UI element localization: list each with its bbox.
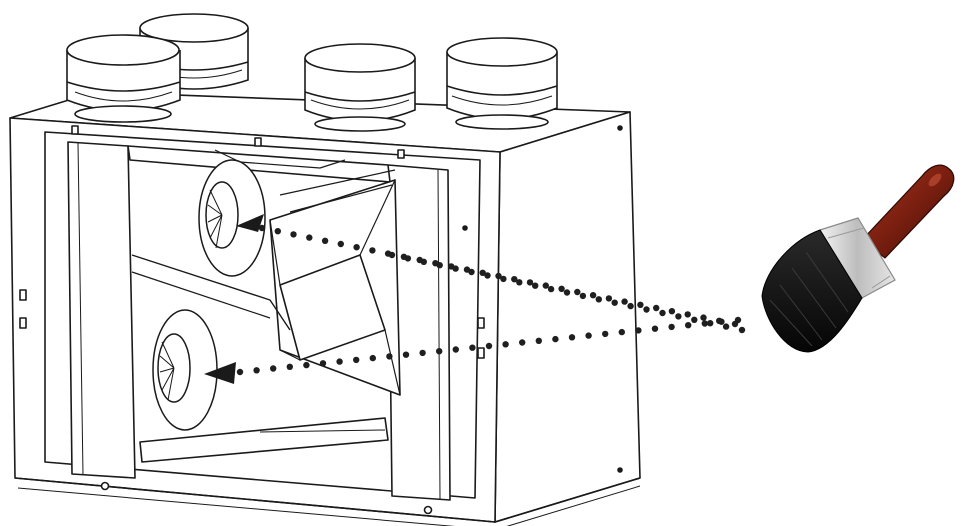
dot bbox=[651, 325, 659, 332]
dot bbox=[404, 255, 412, 262]
dot bbox=[258, 224, 266, 232]
dot bbox=[369, 247, 376, 254]
dot bbox=[253, 367, 260, 374]
dotted-line-core bbox=[388, 251, 746, 334]
dot bbox=[618, 328, 625, 336]
dot bbox=[511, 276, 518, 283]
dotted-lines bbox=[236, 224, 746, 376]
paint-brush-icon bbox=[761, 164, 955, 353]
left-filter-panel bbox=[67, 141, 136, 479]
dot bbox=[685, 322, 692, 329]
dot bbox=[701, 320, 708, 327]
dot bbox=[635, 327, 642, 334]
dot bbox=[479, 269, 486, 276]
dot bbox=[653, 304, 660, 312]
dot bbox=[627, 302, 634, 310]
dot bbox=[552, 335, 559, 343]
dot bbox=[321, 237, 329, 244]
dot bbox=[734, 316, 742, 324]
dot bbox=[722, 323, 730, 330]
dot bbox=[659, 309, 666, 317]
dot bbox=[452, 346, 459, 353]
dot bbox=[484, 272, 491, 279]
dot bbox=[270, 365, 277, 372]
dotted-line-lower-fan bbox=[236, 316, 742, 376]
dot bbox=[547, 285, 555, 293]
dot bbox=[274, 228, 281, 235]
dot bbox=[452, 265, 459, 272]
dot bbox=[691, 316, 698, 323]
dot bbox=[319, 360, 327, 367]
dot bbox=[336, 358, 343, 365]
dot bbox=[668, 323, 675, 331]
dot bbox=[502, 341, 509, 348]
dot bbox=[286, 363, 293, 370]
dot bbox=[602, 330, 609, 338]
dot bbox=[707, 320, 714, 327]
upper-fan bbox=[198, 159, 266, 277]
dot bbox=[386, 353, 393, 360]
duct-collar-middle-right bbox=[304, 43, 416, 132]
arrow-head-icon bbox=[236, 214, 264, 232]
dot bbox=[519, 339, 526, 346]
dot bbox=[585, 332, 592, 339]
dot bbox=[532, 282, 539, 289]
dot bbox=[637, 301, 644, 308]
dot bbox=[388, 251, 396, 259]
dot bbox=[718, 318, 725, 325]
dot bbox=[668, 308, 676, 315]
lower-fan bbox=[152, 309, 218, 431]
dot bbox=[495, 272, 502, 280]
unit-right-face bbox=[494, 111, 641, 523]
dot bbox=[574, 288, 581, 296]
fan-icon bbox=[152, 159, 266, 431]
dot bbox=[611, 299, 618, 306]
dot bbox=[535, 337, 542, 344]
dot bbox=[436, 348, 443, 355]
dot bbox=[684, 311, 691, 318]
dot bbox=[700, 314, 707, 321]
duct-collar-far-right bbox=[446, 37, 558, 130]
dot bbox=[420, 258, 427, 265]
dot bbox=[675, 313, 682, 320]
dot bbox=[605, 295, 613, 302]
dot bbox=[419, 349, 426, 357]
dot bbox=[558, 285, 565, 292]
dot bbox=[436, 262, 443, 269]
dot bbox=[563, 289, 571, 296]
dot bbox=[236, 368, 244, 376]
dot bbox=[595, 296, 602, 303]
dot bbox=[402, 351, 410, 358]
dotted-line-upper-fan bbox=[258, 224, 739, 328]
dot bbox=[589, 292, 597, 299]
dot bbox=[337, 240, 344, 248]
dot bbox=[353, 356, 360, 364]
dot bbox=[516, 279, 523, 286]
dot bbox=[500, 275, 507, 283]
dot bbox=[526, 279, 534, 286]
arrow-head-icon bbox=[204, 362, 236, 384]
dot bbox=[579, 292, 587, 300]
dot bbox=[738, 326, 746, 334]
dot bbox=[542, 282, 549, 289]
dot bbox=[468, 268, 475, 276]
dot bbox=[643, 306, 650, 313]
dot bbox=[290, 231, 297, 238]
duct-collar-icon bbox=[66, 13, 558, 132]
dot bbox=[353, 244, 360, 251]
dot bbox=[568, 334, 576, 341]
dot bbox=[369, 354, 376, 362]
duct-collar-front-left bbox=[66, 34, 181, 123]
dot bbox=[306, 234, 313, 241]
unit-bottom-lip bbox=[14, 477, 641, 523]
dot bbox=[469, 344, 476, 351]
dot bbox=[485, 342, 493, 350]
dot bbox=[621, 298, 628, 305]
dot bbox=[303, 361, 310, 369]
ventilation-unit-icon bbox=[9, 91, 641, 526]
